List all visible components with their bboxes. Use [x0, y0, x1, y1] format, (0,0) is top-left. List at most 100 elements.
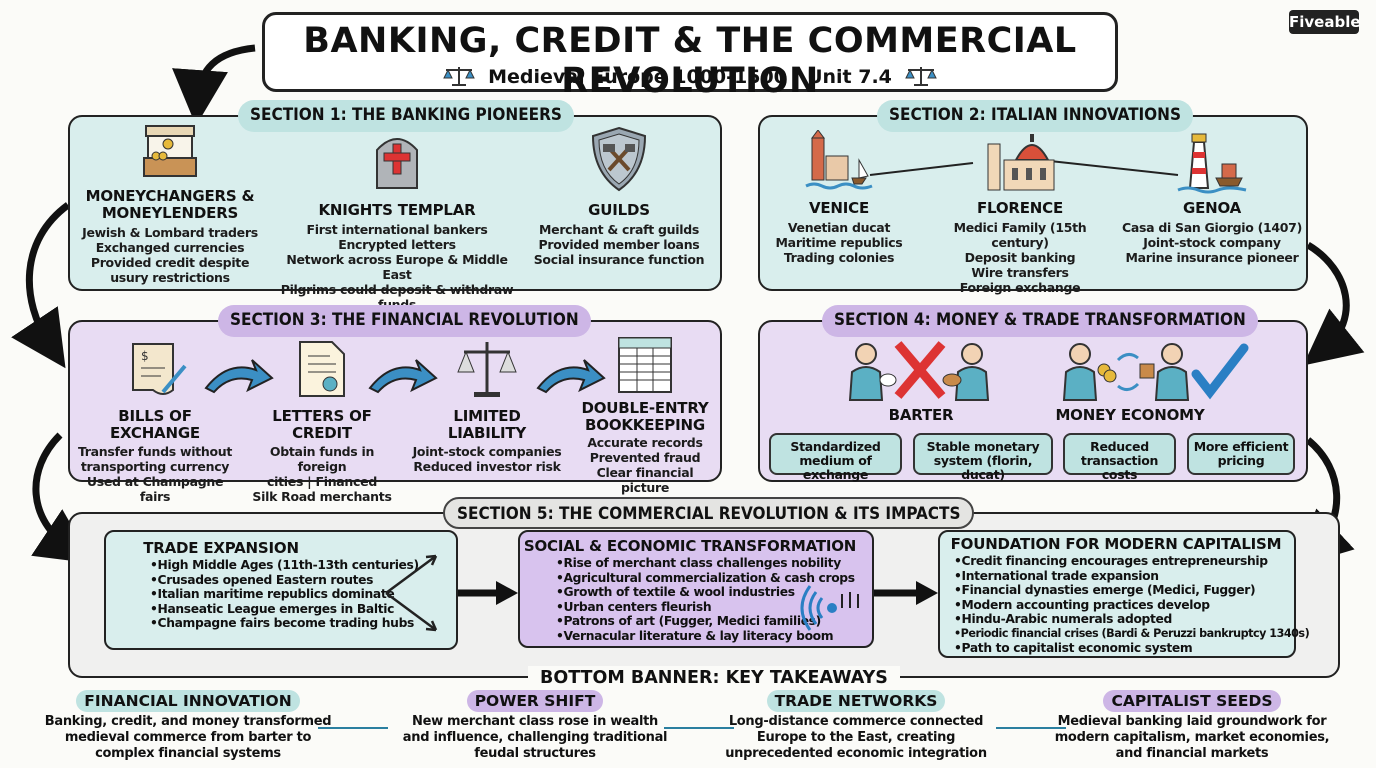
- genoa-line: Casa di San Giorgio (1407): [1122, 220, 1302, 235]
- bills-title: BILLS OF EXCHANGE: [110, 407, 200, 442]
- list-item: Crusades opened Eastern routes: [150, 573, 419, 588]
- venice-line: Venetian ducat: [787, 220, 891, 235]
- moneychangers-line: Jewish & Lombard traders: [82, 225, 258, 240]
- money-economy-icon: [1062, 343, 1249, 401]
- money-economy-label: MONEY ECONOMY: [1055, 406, 1205, 424]
- moneychangers-line: Exchanged currencies: [95, 240, 245, 255]
- list-item: Agricultural commercialization & cash cr…: [556, 571, 856, 586]
- section3-title: SECTION 3: THE FINANCIAL REVOLUTION: [218, 305, 591, 337]
- takeaway-financial: FINANCIAL INNOVATION Banking, credit, an…: [40, 690, 336, 762]
- letters-line: Obtain funds in foreign: [269, 444, 375, 474]
- capitalism-list: Credit financing encourages entrepreneur…: [954, 554, 1310, 656]
- benefit-card: More efficient pricing: [1187, 433, 1295, 475]
- divider-line: [996, 727, 1066, 729]
- florence-title: FLORENCE: [976, 199, 1064, 217]
- florence-line: Medici Family (15th century): [953, 220, 1087, 250]
- takeaway-text: Europe to the East, creating: [756, 730, 956, 745]
- takeaway-title: POWER SHIFT: [466, 690, 604, 712]
- section2-title: SECTION 2: ITALIAN INNOVATIONS: [877, 100, 1193, 132]
- divider-line: [318, 727, 388, 729]
- benefit-card: Stable monetary system (florin, ducat): [913, 433, 1053, 482]
- scales-icon: [457, 342, 517, 397]
- arrow-right-icon: [204, 359, 274, 394]
- bills-line: transporting currency: [80, 459, 230, 474]
- takeaway-title: CAPITALIST SEEDS: [1103, 690, 1281, 712]
- genoa-title: GENOA: [1182, 199, 1242, 217]
- capitalism-box: FOUNDATION FOR MODERN CAPITALISM Credit …: [938, 530, 1310, 658]
- liability-line: Reduced investor risk: [413, 459, 561, 474]
- guilds-line: Merchant & craft guilds: [539, 222, 699, 237]
- header-banner: BANKING, CREDIT & THE COMMERCIAL REVOLUT…: [262, 12, 1118, 101]
- list-item: Path to capitalist economic system: [954, 641, 1309, 656]
- flow-arrow-icon: [874, 581, 938, 605]
- social-transformation-list: Rise of merchant class challenges nobili…: [556, 556, 856, 644]
- liability-column: LIMITED LIABILITY Joint-stock companies …: [412, 338, 562, 474]
- social-transformation-box: SOCIAL & ECONOMIC TRANSFORMATION Rise of…: [518, 530, 874, 648]
- takeaway-text: medieval commerce from barter to: [64, 730, 312, 745]
- florence-dome-icon: [987, 134, 1055, 191]
- benefit-card: Reduced transaction costs: [1063, 433, 1176, 482]
- scales-icon: [443, 67, 475, 86]
- expansion-arrows-icon: [385, 554, 438, 632]
- list-item: Vernacular literature & lay literacy boo…: [556, 629, 855, 644]
- arrow-right-icon: [536, 359, 606, 394]
- capitalism-title: FOUNDATION FOR MODERN CAPITALISM: [950, 535, 1282, 553]
- trade-expansion-box: TRADE EXPANSION High Middle Ages (11th-1…: [104, 530, 458, 650]
- bookkeeping-line: Prevented fraud: [589, 450, 701, 465]
- templar-helmet-icon: [376, 138, 418, 189]
- ledger-icon: [618, 337, 672, 393]
- fiveable-logo[interactable]: Fiveable: [1289, 10, 1361, 34]
- takeaway-title: FINANCIAL INNOVATION: [76, 690, 300, 712]
- barter-icon: [848, 341, 990, 401]
- genoa-lighthouse-icon: [1177, 133, 1247, 194]
- list-item: Italian maritime republics dominate: [150, 587, 419, 602]
- takeaway-power: POWER SHIFT New merchant class rose in w…: [390, 690, 680, 762]
- bookkeeping-column: DOUBLE-ENTRY BOOKKEEPING Accurate record…: [572, 334, 718, 495]
- takeaway-text: complex financial systems: [95, 746, 281, 761]
- templar-column: KNIGHTS TEMPLAR First international bank…: [272, 130, 522, 312]
- moneychangers-line: Provided credit despite: [90, 255, 250, 270]
- templar-line: Network across Europe & Middle East: [286, 252, 508, 282]
- list-item: High Middle Ages (11th-13th centuries): [150, 558, 420, 573]
- venice-column: VENICE Venetian ducat Maritime republics…: [772, 130, 906, 265]
- svg-text:$: $: [141, 349, 149, 363]
- letters-line: cities | Financed: [267, 474, 377, 489]
- letters-line: Silk Road merchants: [252, 489, 392, 504]
- bills-line: Transfer funds without: [77, 444, 233, 459]
- section5-title: SECTION 5: THE COMMERCIAL REVOLUTION & I…: [443, 497, 975, 529]
- takeaway-text: and financial markets: [1115, 746, 1269, 761]
- guilds-title: GUILDS: [588, 201, 650, 219]
- scroll-icon: $: [132, 343, 187, 395]
- guilds-line: Social insurance function: [533, 252, 705, 267]
- takeaway-title: TRADE NETWORKS: [766, 690, 946, 712]
- benefit-card: Standardized medium of exchange: [769, 433, 902, 482]
- arrow-right-icon: [368, 359, 438, 394]
- venice-line: Maritime republics: [775, 235, 903, 250]
- liability-title: LIMITED LIABILITY: [447, 407, 527, 442]
- moneychangers-line: usury restrictions: [110, 270, 230, 285]
- florence-line: Foreign exchange: [959, 280, 1081, 295]
- bills-column: $ BILLS OF EXCHANGE Transfer funds witho…: [76, 338, 234, 504]
- takeaway-text: modern capitalism, market economies,: [1054, 730, 1330, 745]
- moneychangers-column: MONEYCHANGERS & MONEYLENDERS Jewish & Lo…: [80, 122, 260, 285]
- bookkeeping-line: Accurate records: [587, 435, 703, 450]
- list-item: Hindu-Arabic numerals adopted: [954, 612, 1309, 627]
- list-item: Credit financing encourages entrepreneur…: [954, 554, 1309, 569]
- list-item: Urban centers fleurish: [556, 600, 855, 615]
- list-item: International trade expansion: [954, 569, 1309, 584]
- liability-line: Joint-stock companies: [412, 444, 562, 459]
- trade-expansion-title: TRADE EXPANSION: [143, 539, 299, 557]
- florence-column: FLORENCE Medici Family (15th century) De…: [928, 130, 1112, 295]
- barter-label: BARTER: [888, 406, 954, 424]
- divider-line: [664, 727, 734, 729]
- guilds-column: GUILDS Merchant & craft guilds Provided …: [530, 126, 708, 267]
- checkmark-icon: [1191, 343, 1249, 400]
- takeaway-text: Banking, credit, and money transformed: [44, 714, 332, 729]
- trade-expansion-list: High Middle Ages (11th-13th centuries) C…: [150, 558, 420, 631]
- list-item: Patrons of art (Fugger, Medici families): [556, 614, 855, 629]
- social-transformation-title: SOCIAL & ECONOMIC TRANSFORMATION: [523, 537, 857, 555]
- takeaway-text: feudal structures: [474, 746, 596, 761]
- bills-line: Used at Champagne fairs: [86, 474, 224, 504]
- list-item: Financial dynasties emerge (Medici, Fugg…: [954, 583, 1309, 598]
